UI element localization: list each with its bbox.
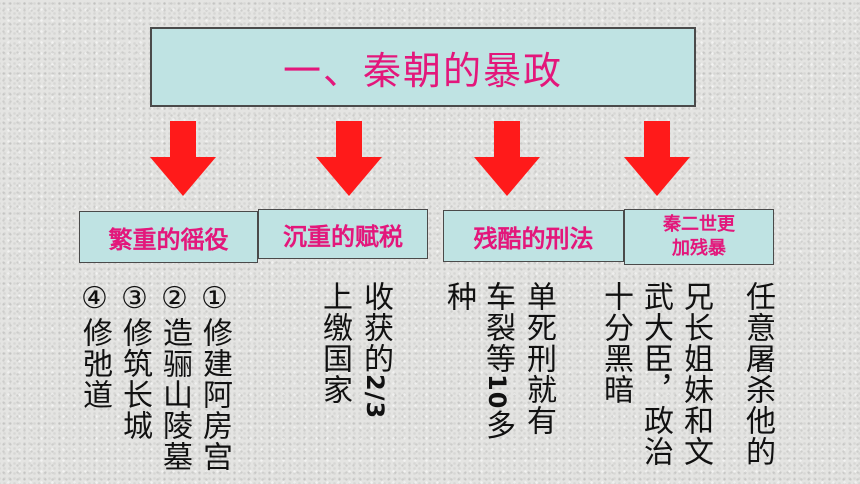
labor-item-2: ②造骊山陵墓: [157, 281, 192, 472]
category-qin-second-emperor: 秦二世更 加残暴: [624, 209, 774, 265]
qin2-line-2: 兄长姐妹和文: [678, 281, 713, 467]
category-heavy-tax: 沉重的赋税: [258, 209, 428, 259]
tax-line-1-text: 收获的: [358, 281, 393, 374]
qin2-line-3: 武大臣，政治: [638, 281, 673, 467]
down-arrow-icon: [150, 121, 216, 196]
labor-item-4: ④修弛道: [77, 281, 112, 410]
category-heavy-labor: 繁重的徭役: [79, 211, 258, 263]
labor-item-1: ①修建阿房宫: [197, 281, 232, 472]
tax-fraction: 2/3: [361, 374, 389, 420]
down-arrow-icon: [474, 121, 540, 196]
qin2-line-4: 十分黑暗: [598, 281, 633, 405]
qin2-line-1: 任意屠杀他的: [740, 281, 775, 467]
law-line-2-suffix: 多: [480, 409, 515, 441]
labor-item-3: ③修筑长城: [117, 281, 152, 441]
law-line-2-text: 车裂等: [480, 281, 515, 374]
category-label-line: 加残暴: [672, 238, 726, 259]
law-line-3: 种: [441, 281, 476, 312]
down-arrow-icon: [624, 121, 690, 196]
down-arrow-icon: [316, 121, 382, 196]
law-line-2: 车裂等10多: [476, 281, 518, 440]
law-line-1: 单死刑就有: [521, 281, 556, 436]
law-number: 10: [483, 374, 511, 410]
category-cruel-law: 残酷的刑法: [443, 210, 624, 262]
category-label-line: 秦二世更: [663, 214, 735, 235]
tax-line-1: 收获的2/3: [354, 281, 396, 419]
tax-line-2: 上缴国家: [317, 281, 352, 405]
page-title: 一、秦朝的暴政: [150, 27, 696, 107]
